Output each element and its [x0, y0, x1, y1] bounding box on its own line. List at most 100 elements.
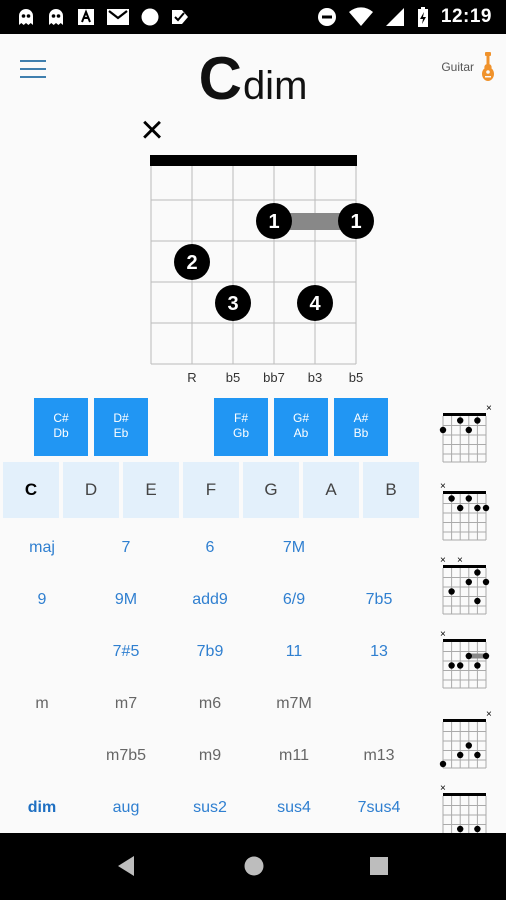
chord-type-row: 9 9M add9 6/9 7b5 [0, 574, 430, 626]
chord-type-button[interactable]: m11 [279, 747, 309, 764]
chord-type-button[interactable]: m [35, 695, 49, 712]
ghost-icon [19, 9, 33, 25]
note-button-d[interactable]: D [63, 462, 119, 518]
finger-number: 3 [227, 293, 238, 315]
chord-variation-thumbnail[interactable]: × [436, 402, 496, 470]
chord-type-button[interactable]: m7 [114, 695, 138, 712]
wifi-icon [348, 7, 373, 27]
finger-number: 4 [309, 293, 321, 315]
home-circle-icon[interactable] [243, 855, 265, 877]
interval-label: R [187, 370, 196, 385]
note-sharp: F# [233, 411, 248, 425]
menu-button[interactable] [20, 58, 48, 80]
chord-type-button[interactable]: 9 [37, 591, 47, 608]
notification-icons [16, 7, 190, 27]
back-triangle-icon[interactable] [116, 855, 136, 877]
finger-dot [256, 203, 292, 239]
menu-bar [20, 60, 46, 62]
system-status: 12:19 [317, 6, 492, 28]
note-button-f[interactable]: F [183, 462, 239, 518]
menu-bar [20, 68, 46, 70]
note-sharp: D# [113, 411, 129, 425]
note-sharp: A# [353, 411, 369, 425]
note-sharp: C# [53, 411, 69, 425]
note-sharp: G# [292, 411, 309, 425]
chord-type-button[interactable]: aug [112, 799, 140, 816]
note-flat: Ab [293, 426, 309, 440]
note-button-a-sharp[interactable]: A# Bb [334, 398, 388, 456]
chord-variation-thumbnail[interactable]: × [436, 628, 496, 696]
note-button-e[interactable]: E [123, 462, 179, 518]
note-flat: Eb [113, 426, 129, 440]
chord-variation-thumbnail[interactable]: × [436, 480, 496, 548]
chord-type-button[interactable]: m7M [276, 695, 312, 712]
circle-icon [141, 8, 159, 26]
chord-type-button[interactable]: maj [29, 539, 55, 556]
note-button-c-sharp[interactable]: C# Db [34, 398, 88, 456]
note-button-f-sharp[interactable]: F# Gb [214, 398, 268, 456]
chord-type-button[interactable]: add9 [192, 591, 228, 608]
chord-type-button[interactable]: 7M [282, 539, 306, 556]
chord-type-row: m m7 m6 m7M [0, 678, 430, 730]
interval-label: b3 [308, 370, 322, 385]
recents-square-icon[interactable] [370, 857, 388, 875]
chord-type-button[interactable]: 9M [114, 591, 138, 608]
check-icon [172, 10, 188, 24]
chord-type-row: 7#5 7b9 11 13 [0, 626, 430, 678]
chord-variation-thumbnail[interactable]: × [436, 708, 496, 776]
finger-dot [297, 285, 333, 321]
font-icon [78, 9, 94, 25]
note-button-b[interactable]: B [363, 462, 419, 518]
note-flat: Bb [353, 426, 369, 440]
ghost-icon [49, 9, 63, 25]
muted-string-marker: × [140, 110, 163, 152]
note-button-d-sharp[interactable]: D# Eb [94, 398, 148, 456]
chord-type-button[interactable]: 7#5 [112, 643, 140, 660]
chord-type-row: m7b5 m9 m11 m13 [0, 730, 430, 782]
thumb-mute-marker: × [440, 555, 446, 566]
note-button-a[interactable]: A [303, 462, 359, 518]
chord-type-button[interactable]: 7sus4 [357, 799, 401, 816]
chord-type-button[interactable]: 6 [205, 539, 215, 556]
interval-label: b5 [349, 370, 363, 385]
guitar-icon [482, 52, 494, 81]
chord-type-button[interactable]: m13 [363, 747, 395, 764]
chord-type-button[interactable]: m9 [198, 747, 222, 764]
barre [274, 213, 356, 230]
chord-type-button[interactable]: m6 [198, 695, 222, 712]
chord-type-button[interactable]: sus2 [193, 799, 227, 816]
thumb-mute-marker: × [440, 783, 446, 794]
nut [150, 155, 357, 166]
finger-number: 1 [268, 211, 279, 233]
thumb-mute-marker: × [440, 629, 446, 640]
chord-type-button[interactable]: m7b5 [105, 747, 147, 764]
chord-root: C [198, 45, 242, 112]
chord-variation-thumbnail[interactable]: × [436, 782, 496, 850]
note-button-g[interactable]: G [243, 462, 299, 518]
chord-type-button[interactable]: sus4 [277, 799, 311, 816]
thumb-mute-marker: × [440, 481, 446, 492]
note-button-g-sharp[interactable]: G# Ab [274, 398, 328, 456]
chord-variations: × × × × × × [436, 402, 496, 842]
note-flat: Gb [232, 426, 249, 440]
note-button-c[interactable]: C [3, 462, 59, 518]
instrument-selector[interactable]: Guitar [441, 52, 496, 82]
finger-dot [215, 285, 251, 321]
signal-icon [385, 8, 404, 26]
chord-type-button[interactable]: 7b9 [196, 643, 224, 660]
battery-icon [417, 7, 428, 27]
chord-type-button[interactable]: 11 [285, 643, 303, 660]
chord-type-button[interactable]: 6/9 [282, 591, 306, 608]
chord-type-button-selected[interactable]: dim [27, 799, 57, 816]
chord-type-button[interactable]: 7b5 [365, 591, 393, 608]
menu-bar [20, 76, 46, 78]
chord-type-button[interactable]: 13 [370, 643, 388, 660]
chord-variation-thumbnail[interactable]: × × [436, 554, 496, 622]
chord-type-button[interactable]: 7 [121, 539, 131, 556]
do-not-disturb-icon [317, 8, 336, 26]
interval-label: b5 [226, 370, 240, 385]
chord-type-row: dim aug sus2 sus4 7sus4 [0, 782, 430, 834]
finger-dot [338, 203, 374, 239]
thumb-mute-marker: × [486, 403, 492, 414]
